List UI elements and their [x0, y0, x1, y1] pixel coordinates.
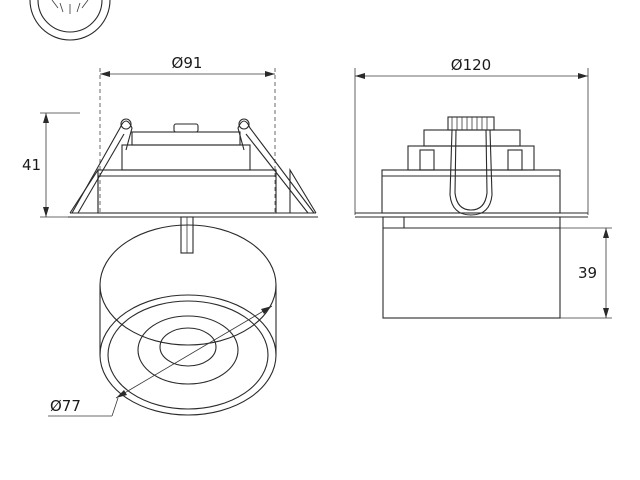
- cutout-dimension-label: Ø91: [172, 54, 203, 72]
- left-view: Ø91 41: [22, 54, 318, 417]
- front-diameter-label: Ø77: [50, 397, 81, 415]
- width-dimension-label: Ø120: [451, 56, 491, 74]
- front-diameter-line: [115, 305, 273, 399]
- terminal-block: [451, 117, 488, 130]
- height-left-label: 41: [22, 156, 41, 174]
- right-view: Ø120: [354, 56, 612, 319]
- light-bulb-icon: [29, 0, 111, 41]
- height-right-label: 39: [578, 264, 597, 282]
